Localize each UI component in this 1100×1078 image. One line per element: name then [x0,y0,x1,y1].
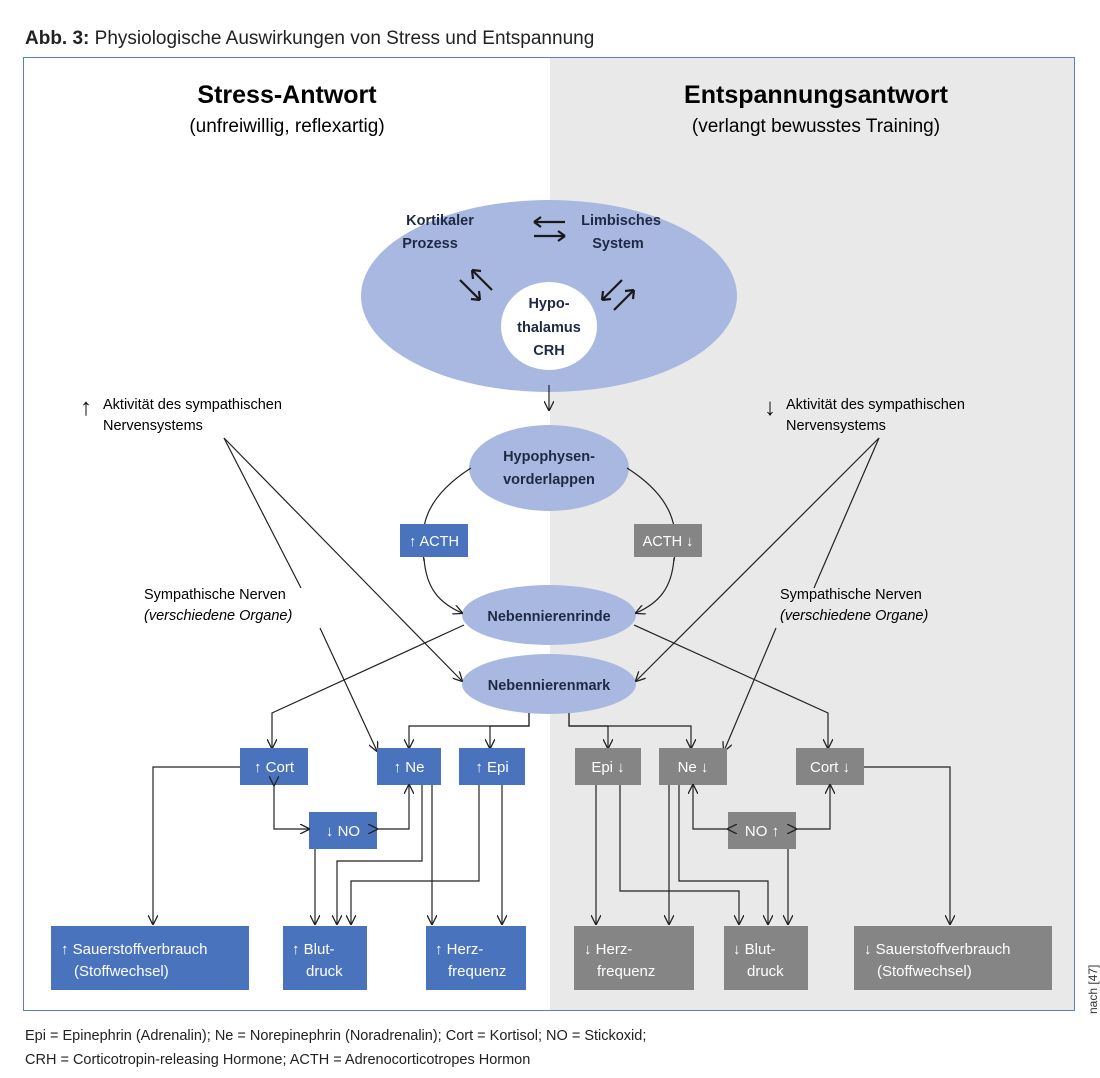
adrenal-cortex-label: Nebennierenrinde [487,609,610,625]
acth-stress-box [400,524,468,557]
stress-heart-label-1: ↑ Herz- [435,941,483,958]
relax-cort-label: Cort ↓ [810,759,850,776]
relax-oxygen-label-2: (Stoffwechsel) [877,963,972,980]
hypothalamus-ellipse [501,282,597,370]
hypothalamus-label-3: CRH [533,343,564,359]
cortex-label-2: Prozess [402,236,458,252]
nerves-relax-label-2: (verschiedene Organe) [780,608,928,624]
relax-blood-box [724,926,808,990]
stress-ne-label: ↑ Ne [394,759,425,776]
stress-no-box [309,812,377,849]
stress-epi-box [459,748,525,785]
relax-heart-label-2: frequenz [597,963,655,980]
relax-oxygen-label-1: ↓ Sauerstoffverbrauch [864,941,1010,958]
stress-ne-box [377,748,441,785]
stress-oxygen-box [51,926,249,990]
acth-relax-box [634,524,702,557]
stress-blood-label-1: ↑ Blut- [292,941,335,958]
nerves-stress-label-2: (verschiedene Organe) [144,608,292,624]
pituitary-label-2: vorderlappen [503,472,595,488]
relax-heart-box [574,926,694,990]
stress-title: Stress-Antwort [197,81,377,109]
stress-no-label: ↓ NO [326,823,360,840]
relax-epi-box [575,748,641,785]
caption-label: Abb. 3: [25,28,90,49]
caption-text: Physiologische Auswirkungen von Stress u… [94,28,595,49]
hypothalamus-label-1: Hypo- [528,296,569,312]
relax-cort-box [796,748,864,785]
adrenal-cortex-ellipse [462,585,636,645]
relax-blood-label-2: druck [747,963,784,980]
sns-stress-label-2: Nervensystems [103,418,203,434]
acth-relax-label: ACTH ↓ [643,534,694,550]
relaxation-subtitle: (verlangt bewusstes Training) [692,116,940,137]
legend-line-2: CRH = Corticotropin-releasing Hormone; A… [25,1052,531,1068]
brain-exchange-arrows [459,216,636,311]
pituitary-label-1: Hypophysen- [503,449,595,465]
stress-blood-label-2: druck [306,963,343,980]
stress-epi-label: ↑ Epi [475,759,508,776]
stress-blood-box [283,926,367,990]
acth-stress-label: ↑ ACTH [409,534,459,550]
sns-down-arrow: ↓ [764,394,776,421]
relax-ne-box [659,748,727,785]
stress-cort-label: ↑ Cort [254,759,295,776]
source-note: nach [47] [1086,964,1100,1014]
diagram-canvas: Stress-Antwort (unfreiwillig, reflexarti… [51,81,1052,990]
abbreviation-legend: Epi = Epinephrin (Adrenalin); Ne = Norep… [25,1024,646,1072]
stress-heart-label-2: frequenz [448,963,506,980]
pituitary-ellipse [469,425,629,511]
limbic-label-2: System [592,236,644,252]
hypothalamus-label-2: thalamus [517,320,581,336]
nerves-stress-label-1: Sympathische Nerven [144,587,286,603]
stress-subtitle: (unfreiwillig, reflexartig) [189,116,384,137]
stress-heart-box [426,926,526,990]
relax-blood-label-1: ↓ Blut- [733,941,776,958]
limbic-label-1: Limbisches [581,213,661,229]
stress-oxygen-label-2: (Stoffwechsel) [74,963,169,980]
relax-heart-label-1: ↓ Herz- [584,941,632,958]
relax-oxygen-box [854,926,1052,990]
sns-relax-label-1: Aktivität des sympathischen [786,397,965,413]
relaxation-title: Entspannungsantwort [684,81,949,109]
legend-line-1: Epi = Epinephrin (Adrenalin); Ne = Norep… [25,1028,647,1044]
diagram-frame: Stress-Antwort (unfreiwillig, reflexarti… [23,57,1075,1011]
sns-relax-label-2: Nervensystems [786,418,886,434]
relax-ne-label: Ne ↓ [678,759,709,776]
adrenal-medulla-label: Nebennierenmark [488,678,611,694]
cortex-label-1: Kortikaler [406,213,474,229]
sns-stress-label-1: Aktivität des sympathischen [103,397,282,413]
figure-caption: Abb. 3: Physiologische Auswirkungen von … [25,28,594,50]
relax-epi-label: Epi ↓ [591,759,624,776]
relax-no-label: NO ↑ [745,823,779,840]
stress-oxygen-label-1: ↑ Sauerstoffverbrauch [61,941,207,958]
sns-up-arrow: ↑ [80,394,92,421]
relax-no-box [728,812,796,849]
nerves-relax-label-1: Sympathische Nerven [780,587,922,603]
adrenal-medulla-ellipse [462,654,636,714]
